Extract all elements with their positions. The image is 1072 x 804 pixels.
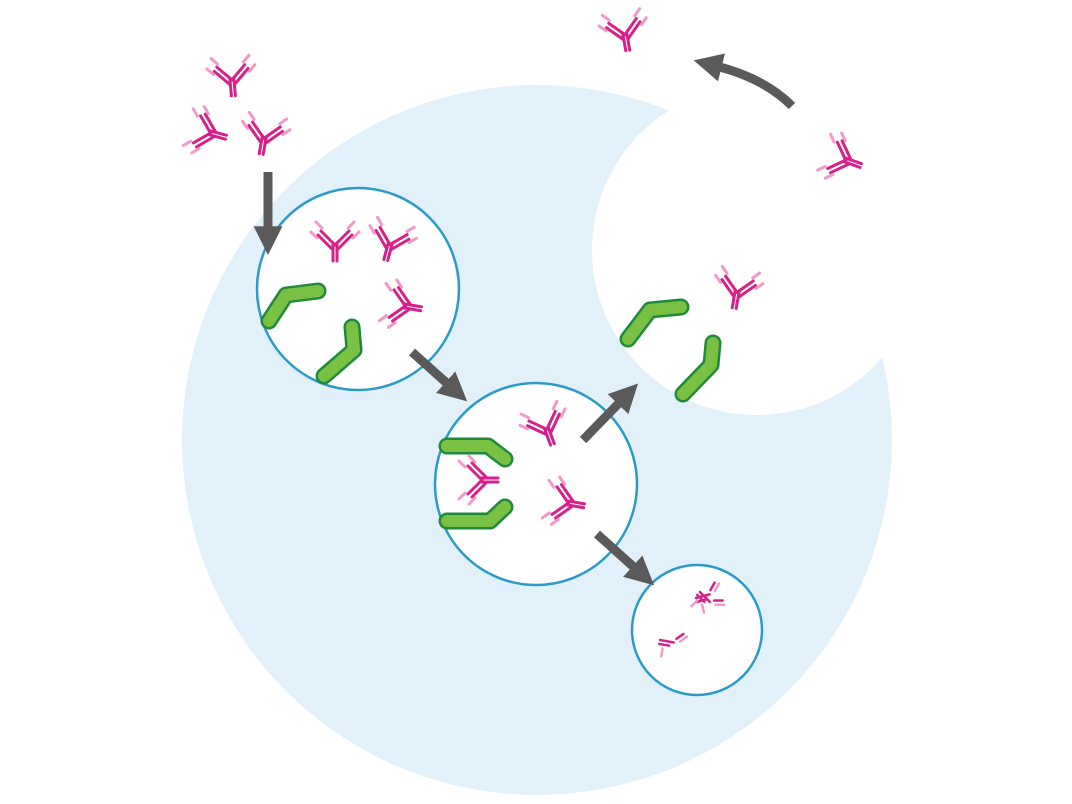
- lysosome: [630, 563, 764, 697]
- fcrn-receptor-icon: [674, 334, 722, 403]
- arrow-icon: [593, 530, 655, 586]
- fcrn-receptor-icon: [260, 282, 327, 330]
- antibody-y-icon: [814, 128, 871, 190]
- antibody-y-icon: [180, 102, 234, 162]
- fcrn-receptor-icon: [619, 298, 690, 348]
- fcrn-receptor-icon: [438, 437, 514, 468]
- antibody-y-icon: [236, 110, 294, 160]
- arrow-icon: [579, 383, 639, 444]
- fcrn-receptor-icon: [438, 498, 514, 530]
- arrow-icon: [693, 53, 796, 110]
- arrow-icon: [408, 348, 468, 402]
- antibody-y-icon: [204, 53, 259, 100]
- fcrn-receptor-icon: [315, 318, 363, 385]
- antibody-y-icon: [595, 6, 653, 57]
